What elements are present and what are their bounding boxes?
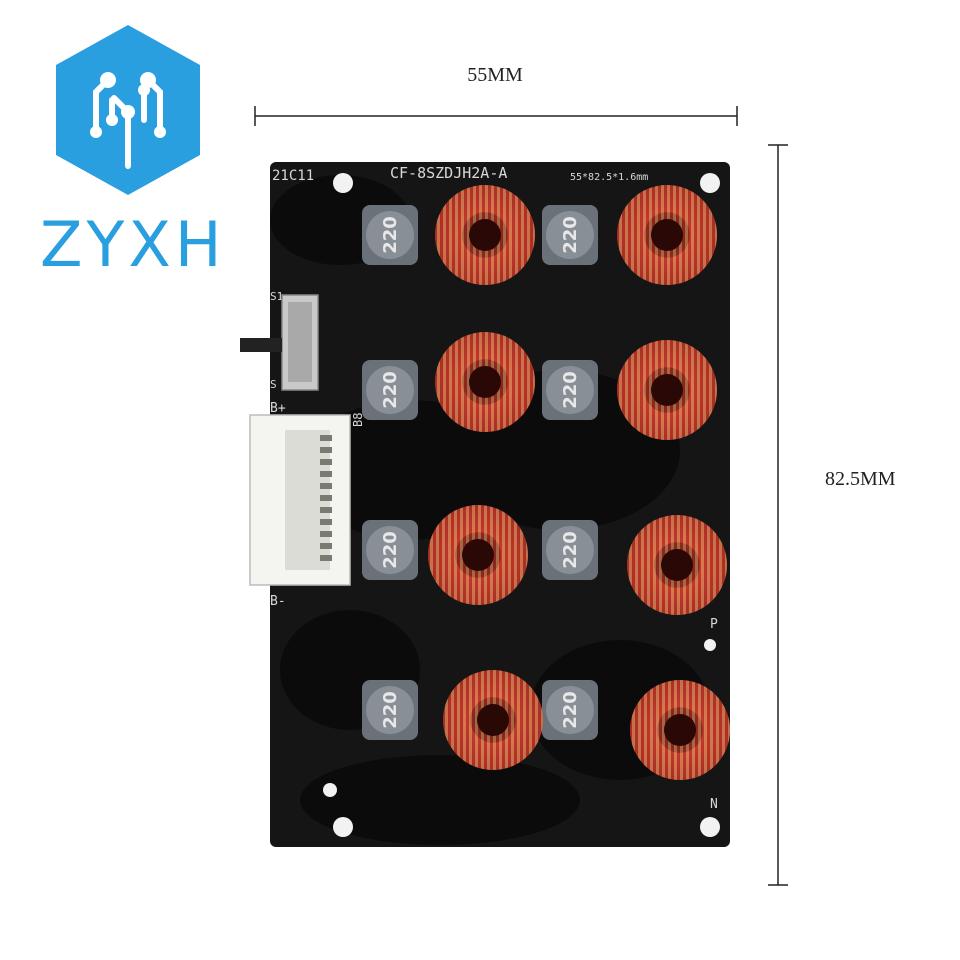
width-dimension: 55MM — [250, 60, 740, 130]
svg-text:220: 220 — [560, 216, 581, 254]
smd-inductors: 220 220 220 220 220 220 220 220 — [362, 205, 598, 740]
silk-s: S — [270, 378, 277, 391]
svg-text:220: 220 — [560, 371, 581, 409]
brand-logo: ZYXH — [40, 20, 226, 281]
svg-text:220: 220 — [380, 371, 401, 409]
svg-text:220: 220 — [380, 691, 401, 729]
svg-text:220: 220 — [380, 531, 401, 569]
toroid-coils — [428, 185, 730, 780]
height-label: 82.5MM — [825, 468, 896, 490]
pcb-board: 21C11 CF-8SZDJH2A-A 55*82.5*1.6mm B+ B- … — [240, 150, 740, 860]
silk-n: N — [710, 797, 718, 812]
width-label: 55MM — [467, 64, 523, 86]
silk-s1: S1 — [270, 290, 283, 303]
slide-switch — [240, 294, 319, 391]
svg-text:220: 220 — [380, 216, 401, 254]
silk-b-minus: B- — [270, 594, 286, 609]
silk-spec: 55*82.5*1.6mm — [570, 172, 648, 183]
silk-b8: B8 — [351, 413, 365, 427]
brand-name: ZYXH — [40, 208, 226, 281]
wire-connector — [249, 414, 351, 586]
silk-p: P — [710, 617, 718, 632]
circuit-hexagon-icon — [56, 25, 200, 195]
svg-text:220: 220 — [560, 691, 581, 729]
width-dimension-line — [254, 106, 738, 126]
silk-b-plus: B+ — [270, 401, 286, 416]
silk-code: 21C11 — [272, 168, 314, 184]
silk-model: CF-8SZDJH2A-A — [390, 164, 507, 182]
mounting-holes — [323, 173, 720, 837]
height-dimension: 82.5MM — [760, 140, 940, 890]
svg-text:220: 220 — [560, 531, 581, 569]
height-dimension-line — [768, 144, 788, 886]
